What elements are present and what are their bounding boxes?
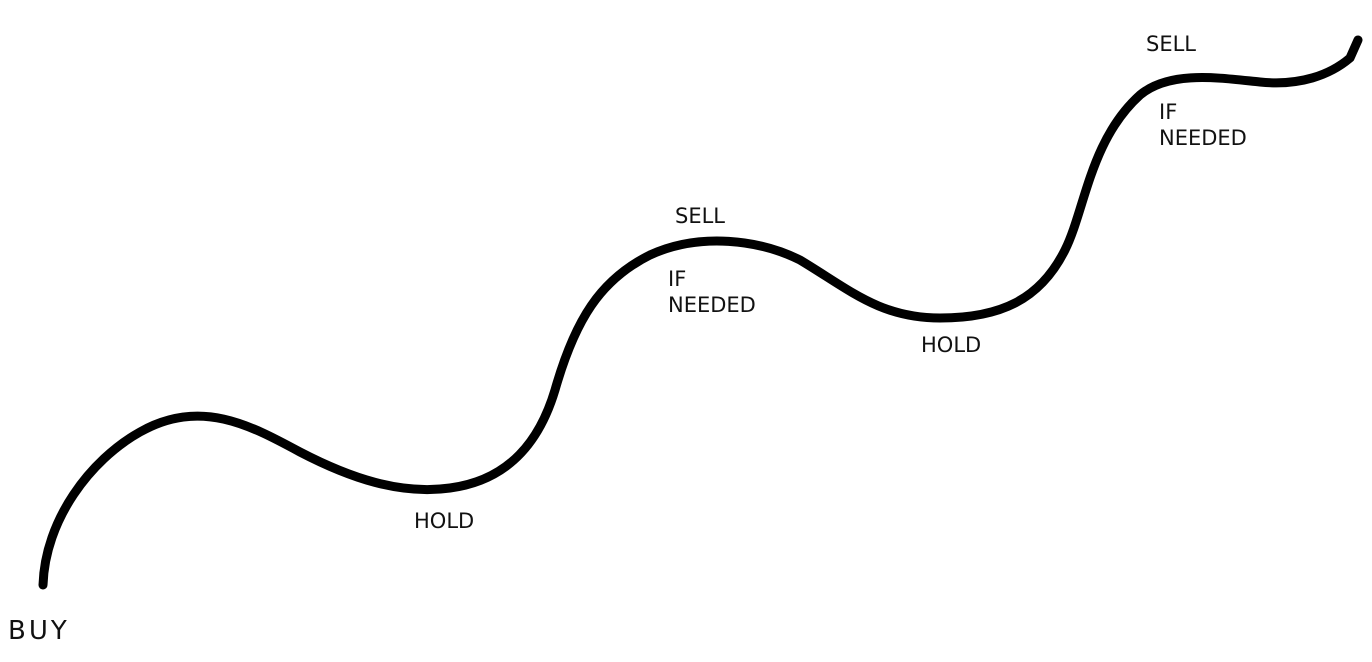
buy-label: BUY xyxy=(8,616,70,646)
if-needed-1-line2: NEEDED xyxy=(668,293,756,318)
sell-label-2: SELL xyxy=(1146,32,1196,56)
if-needed-2-line1: IF xyxy=(1159,100,1178,124)
hold-label-2: HOLD xyxy=(921,333,982,357)
if-needed-1-line1: IF xyxy=(668,267,687,291)
hold-label-1: HOLD xyxy=(414,509,475,533)
sell-label-1: SELL xyxy=(675,204,725,228)
if-needed-label-1: IF NEEDED xyxy=(668,266,756,319)
wave-curve xyxy=(38,35,1363,590)
if-needed-label-2: IF NEEDED xyxy=(1159,99,1247,152)
if-needed-2-line2: NEEDED xyxy=(1159,126,1247,151)
